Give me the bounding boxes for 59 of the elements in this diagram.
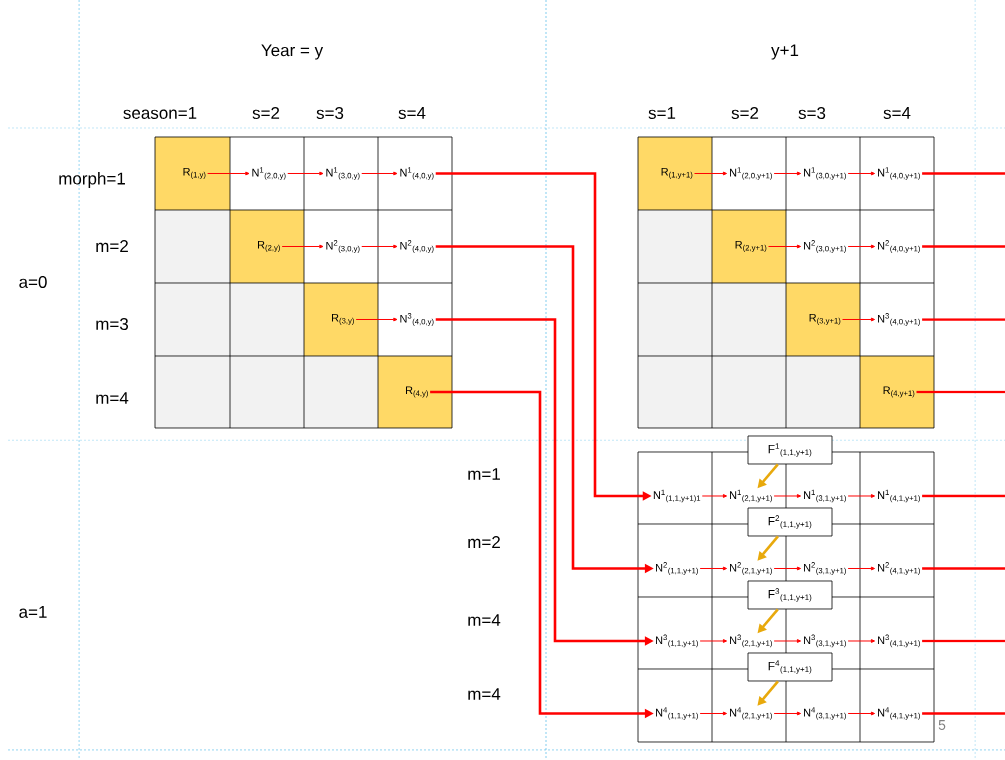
arrow xyxy=(773,639,802,643)
arrow xyxy=(773,711,802,716)
axis-label: s=2 xyxy=(731,107,759,119)
arrow xyxy=(281,244,324,249)
cell-label: R$_{(1,y+1)}$ xyxy=(661,168,693,179)
axis-label: morph=1 xyxy=(59,172,125,188)
axis-label: season=1 xyxy=(123,107,197,119)
arrow xyxy=(847,711,876,716)
arrow xyxy=(847,566,876,571)
axis-label: s=3 xyxy=(798,107,826,119)
axis-label: s=3 xyxy=(316,107,344,119)
arrow xyxy=(773,566,802,571)
arrow xyxy=(361,171,398,176)
arrow xyxy=(701,494,728,498)
axis-label: s=2 xyxy=(252,107,280,119)
arrow xyxy=(773,171,802,176)
formula-box: F$^{2}$(1,1,y+1) xyxy=(747,507,833,537)
axis-label: s=4 xyxy=(398,107,426,119)
axis-label: 5 xyxy=(938,720,946,730)
arrow xyxy=(207,171,250,176)
arrow xyxy=(694,171,728,176)
axis-label: y+1 xyxy=(771,44,799,60)
cell-label: R$_{(4,y+1)}$ xyxy=(883,386,915,398)
cell-label: R$_{(4,y)}$ xyxy=(406,386,428,398)
arrow xyxy=(287,171,324,176)
arrow xyxy=(842,317,876,322)
arrow xyxy=(773,494,802,498)
arrow xyxy=(699,566,728,571)
axis-label: m=4 xyxy=(468,614,501,626)
formula-box: F$^{1}$(1,1,y+1) xyxy=(747,435,833,465)
cell-label: R$_{(2,y+1)}$ xyxy=(735,241,767,252)
arrow xyxy=(699,639,728,643)
axis-label: m=1 xyxy=(468,468,500,480)
axis-label: a=1 xyxy=(19,606,47,618)
cell-label: R$_{(3,y)}$ xyxy=(332,314,354,325)
arrow xyxy=(757,535,779,561)
axis-label: m=4 xyxy=(468,688,501,700)
axis-label: s=1 xyxy=(648,107,676,119)
arrow xyxy=(847,494,876,498)
cell-label: R$_{(3,y+1)}$ xyxy=(809,314,841,325)
formula-box: F$^{4}$(1,1,y+1) xyxy=(747,652,833,682)
cell-label: R$_{(1,y)}$ xyxy=(183,168,206,179)
arrow xyxy=(847,639,876,643)
axis-label: m=3 xyxy=(96,318,129,330)
arrow xyxy=(847,244,876,249)
axis-label: m=4 xyxy=(96,392,129,404)
arrow xyxy=(355,317,398,322)
axis-label: m=2 xyxy=(468,536,500,548)
arrow xyxy=(768,244,802,249)
arrow xyxy=(757,680,779,706)
arrow xyxy=(361,244,398,249)
formula-box: F$^{3}$(1,1,y+1) xyxy=(747,580,833,610)
arrow xyxy=(699,711,728,716)
cell-label: R$_{(2,y)}$ xyxy=(258,241,280,252)
axis-label: s=4 xyxy=(883,107,911,119)
axis-label: a=0 xyxy=(19,276,47,288)
axis-label: Year = y xyxy=(261,44,324,60)
arrow xyxy=(847,171,876,176)
axis-label: m=2 xyxy=(96,240,128,252)
